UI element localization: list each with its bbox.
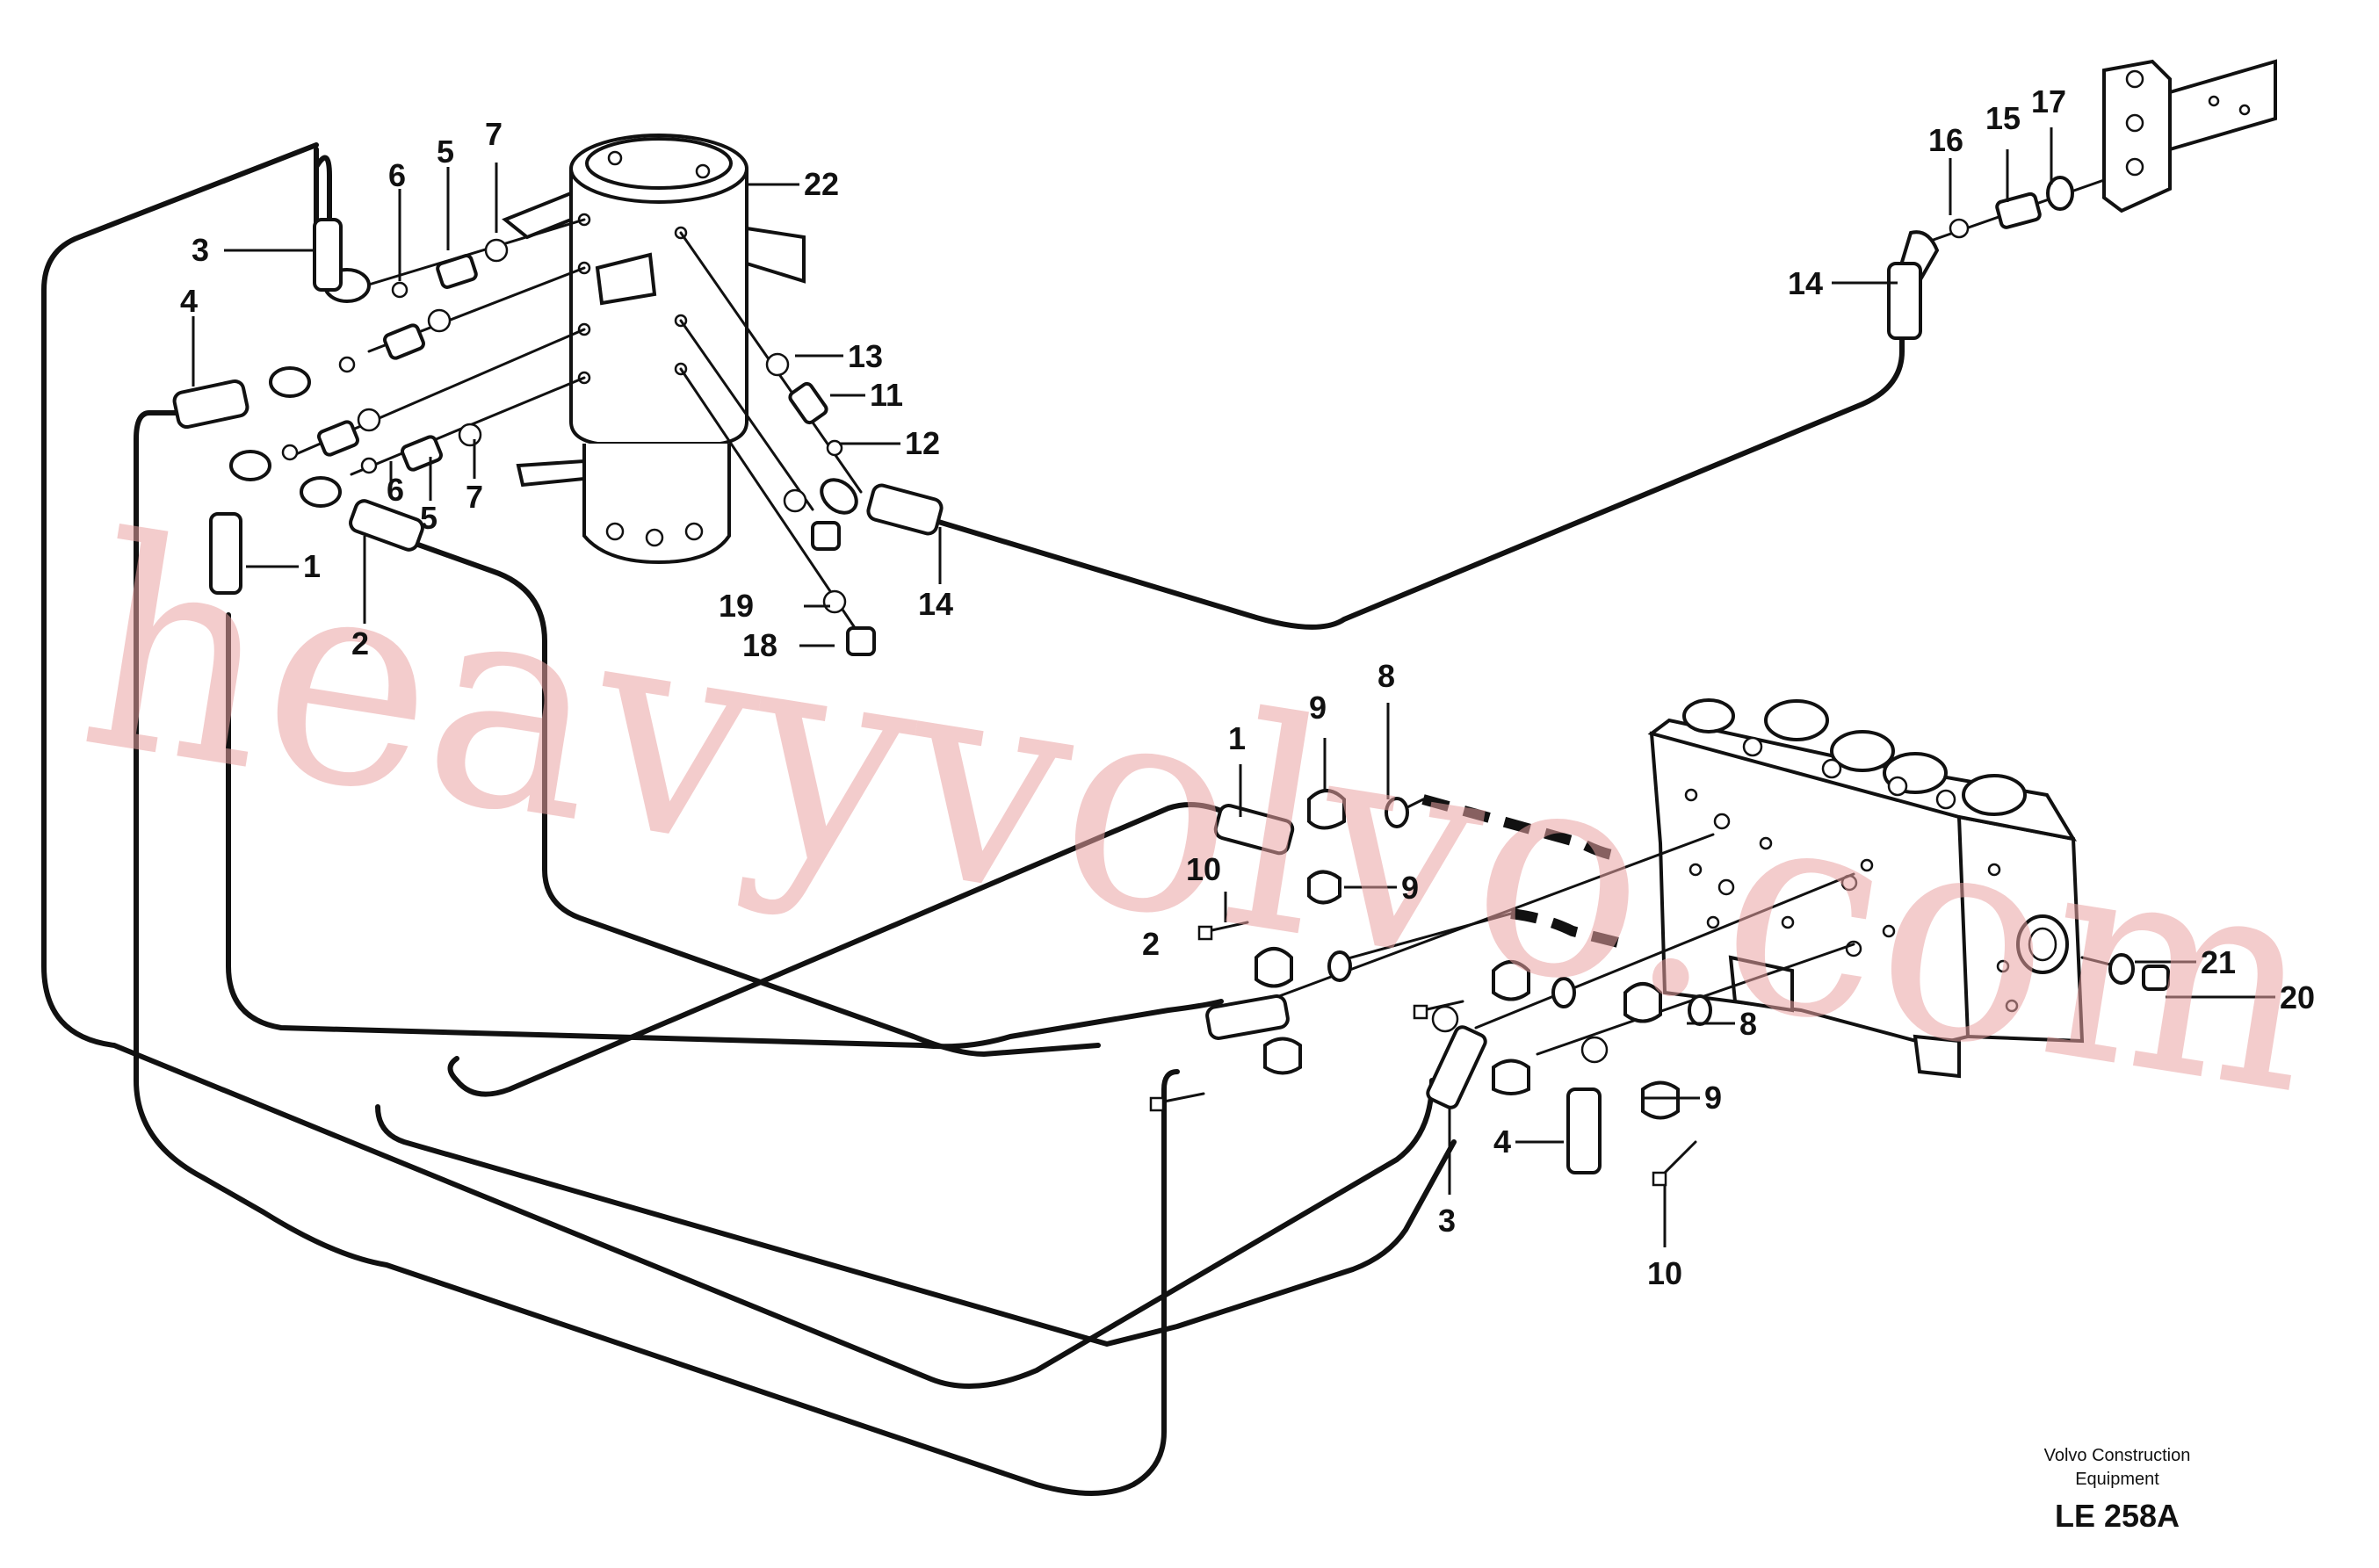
- label-20: 20: [2280, 979, 2315, 1015]
- swivel-fittings: [172, 218, 944, 656]
- publisher-line2: Equipment: [2075, 1470, 2159, 1489]
- leader-lines: [192, 127, 2275, 1247]
- hose-line-4: [134, 410, 1180, 1496]
- label-12: 12: [905, 425, 940, 461]
- label-6-top: 6: [388, 157, 406, 193]
- label-1-valve: 1: [1228, 720, 1246, 756]
- valve-fittings: [1149, 789, 2170, 1187]
- hose-end-4: [172, 379, 249, 430]
- label-1-left: 1: [303, 548, 321, 584]
- label-8-top: 8: [1378, 658, 1395, 694]
- hose-line-2: [366, 524, 1101, 1057]
- label-11: 11: [870, 377, 903, 413]
- label-15: 15: [1985, 100, 2021, 136]
- label-9-mid: 9: [1401, 870, 1419, 906]
- label-9-bottom: 9: [1704, 1080, 1722, 1116]
- label-7-mid: 7: [466, 479, 483, 515]
- swivel-joint-22: [502, 134, 806, 565]
- control-valve: [1647, 698, 2119, 1079]
- label-4-valve: 4: [1493, 1124, 1511, 1160]
- label-5-top: 5: [437, 134, 454, 170]
- label-5-mid: 5: [420, 500, 437, 536]
- watermark: heavyvolvo.com: [64, 474, 2339, 1160]
- label-3-valve: 3: [1438, 1203, 1456, 1239]
- label-3-left: 3: [192, 232, 209, 268]
- hose-end-2: [349, 499, 424, 552]
- label-18: 18: [742, 627, 777, 663]
- label-16: 16: [1928, 122, 1963, 158]
- publisher-line1: Volvo Construction: [2044, 1446, 2191, 1465]
- hose-line-1b: [447, 802, 1228, 1097]
- label-2-left: 2: [351, 625, 369, 661]
- label-6-mid: 6: [387, 472, 404, 508]
- label-7-top: 7: [485, 116, 503, 152]
- label-2-valve: 2: [1142, 926, 1160, 962]
- hose-end-14a: [866, 483, 944, 536]
- part-numbers: 22 7 5 6 3 4 13 11 12 6 5 7 1 2 14 19 18…: [180, 83, 2315, 1291]
- label-9-top: 9: [1309, 690, 1327, 726]
- label-21: 21: [2201, 944, 2236, 980]
- label-4-left: 4: [180, 283, 198, 319]
- label-10-bottom: 10: [1647, 1255, 1682, 1291]
- hose-routes: [41, 142, 1905, 1496]
- label-19: 19: [719, 588, 754, 624]
- hose-line-14: [924, 314, 1905, 630]
- figure-caption: Volvo Construction Equipment LE 258A: [2044, 1446, 2191, 1534]
- label-22: 22: [804, 166, 839, 202]
- label-14-mid: 14: [918, 586, 953, 622]
- label-8-bottom: 8: [1739, 1006, 1757, 1042]
- label-14-right: 14: [1788, 265, 1823, 301]
- hose-line-3: [375, 1104, 1457, 1347]
- label-13: 13: [848, 338, 883, 374]
- mounting-bracket: [1887, 59, 2277, 340]
- label-17: 17: [2031, 83, 2066, 119]
- hose-end-1: [209, 512, 242, 595]
- label-10-top: 10: [1186, 851, 1221, 887]
- figure-code: LE 258A: [2055, 1498, 2180, 1534]
- hose-end-3: [313, 218, 343, 292]
